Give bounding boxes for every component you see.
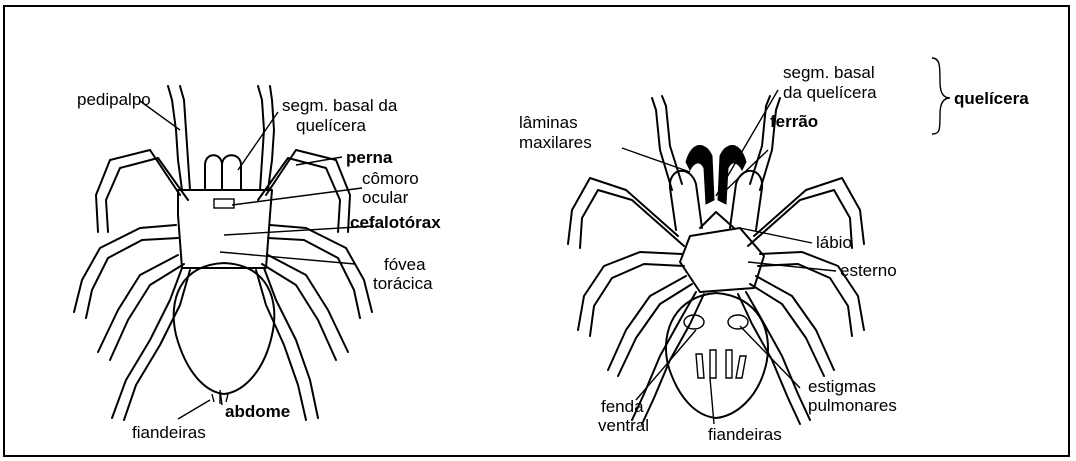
label-perna: perna xyxy=(346,148,393,167)
ventral-stigma-right xyxy=(728,315,748,329)
dorsal-labels: pedipalpo segm. basal da quelícera perna… xyxy=(77,90,441,442)
dorsal-pedipalp-right xyxy=(258,86,264,190)
label-pedipalpo: pedipalpo xyxy=(77,90,151,109)
ventral-labium xyxy=(700,212,734,228)
ventral-spider xyxy=(568,96,864,424)
label-abdome: abdome xyxy=(225,402,290,421)
dorsal-leg-left-1 xyxy=(96,150,188,232)
label-fovea-line2: torácica xyxy=(373,274,433,293)
ventral-abdomen-outline xyxy=(666,293,768,418)
label-segm-basal-v-line1: segm. basal xyxy=(783,63,875,82)
ventral-sternum-outline xyxy=(680,228,764,292)
ventral-pedipalp-left xyxy=(652,96,682,190)
label-segm-basal-v-line2: da quelícera xyxy=(783,83,877,102)
label-quelicera: quelícera xyxy=(954,89,1029,108)
label-estigmas-line2: pulmonares xyxy=(808,396,897,415)
label-laminas-line2: maxilares xyxy=(519,133,592,152)
ventral-leg-left-1 xyxy=(568,178,684,248)
ventral-spinnerets xyxy=(696,350,746,378)
dorsal-pedipalp-left-2 xyxy=(180,86,190,190)
ventral-leg-right-4 xyxy=(738,292,810,424)
label-segm-basal-line1: segm. basal da xyxy=(282,96,398,115)
label-labio: lábio xyxy=(816,233,852,252)
ventral-leg-left-3 xyxy=(608,276,692,376)
label-fiandeiras-ventral: fiandeiras xyxy=(708,425,782,444)
dorsal-pedipalp-right-2 xyxy=(268,86,274,190)
dorsal-chelicera-right xyxy=(222,155,241,190)
dorsal-leg-left-2 xyxy=(74,225,178,318)
dorsal-spider xyxy=(74,86,372,420)
dorsal-leg-right-4 xyxy=(256,268,318,420)
ventral-maxilla-left xyxy=(670,171,702,230)
label-comoro-line2: ocular xyxy=(362,188,409,207)
label-fiandeiras-dorsal: fiandeiras xyxy=(132,423,206,442)
dorsal-chelicera-left xyxy=(205,155,222,190)
ventral-pedipalp-right xyxy=(750,96,780,190)
label-laminas-line1: lâminas xyxy=(519,113,578,132)
label-cefalotorax: cefalotórax xyxy=(350,213,441,232)
ventral-maxilla-right xyxy=(730,171,762,230)
label-fenda-line1: fenda xyxy=(601,397,644,416)
label-comoro-line1: cômoro xyxy=(362,169,419,188)
label-estigmas-line1: estigmas xyxy=(808,377,876,396)
ventral-leg-right-3 xyxy=(750,276,834,376)
label-esterno: esterno xyxy=(840,261,897,280)
label-fenda-line2: ventral xyxy=(598,416,649,435)
quelicera-bracket xyxy=(932,58,950,134)
label-fovea-line1: fóvea xyxy=(384,255,426,274)
dorsal-ocular-tubercle xyxy=(214,199,234,208)
dorsal-leg-left-3 xyxy=(98,255,184,360)
label-segm-basal-line2: quelícera xyxy=(296,116,366,135)
label-ferrao: ferrão xyxy=(770,112,818,131)
dorsal-leg-right-2 xyxy=(268,225,372,318)
